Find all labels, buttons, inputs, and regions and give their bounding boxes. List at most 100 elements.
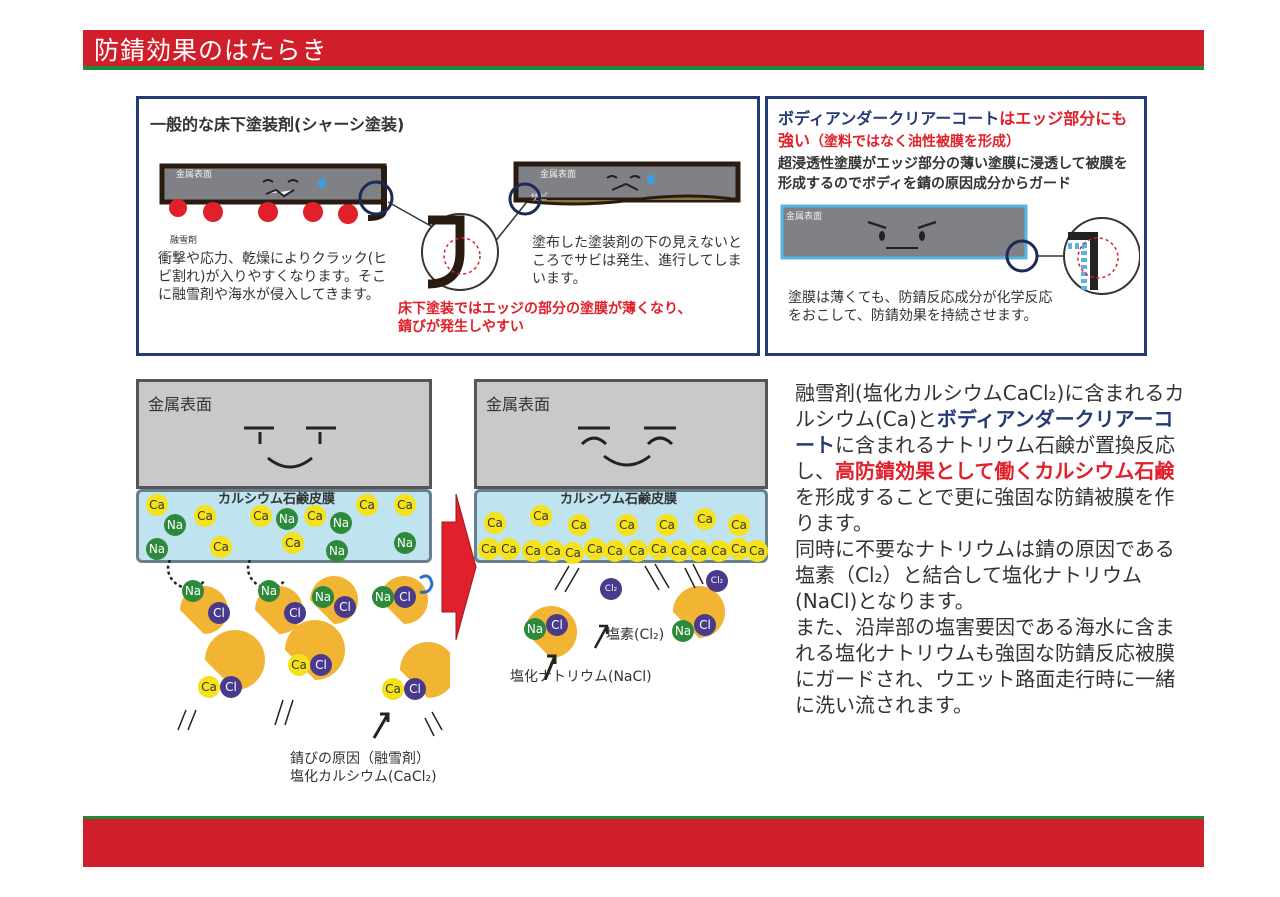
metal-surface-after <box>474 379 768 489</box>
ion-ca: Ca <box>746 540 768 562</box>
ion-ca: Ca <box>288 654 310 676</box>
ion-cl: Cl <box>284 602 306 624</box>
panel-right-heading: ボディアンダークリアーコートはエッジ部分にも強い（塗料ではなく油性被膜を形成） <box>778 108 1140 153</box>
text-crack: 衝撃や応力、乾燥によりクラック(ヒビ割れ)が入りやすくなります。そこに融雪剤や海… <box>158 251 388 303</box>
footer-banner <box>83 816 1204 867</box>
ion-ca: Ca <box>194 505 216 527</box>
ion-ca: Ca <box>728 538 750 560</box>
film-label-after: カルシウム石鹸皮膜 <box>560 492 678 507</box>
ion-ca: Ca <box>694 508 716 530</box>
ion-ca: Ca <box>616 514 638 536</box>
ion-ca: Ca <box>356 494 378 516</box>
face-smile-before <box>244 426 336 469</box>
ion-ca: Ca <box>530 505 552 527</box>
ion-cl: Cl <box>546 614 568 636</box>
metal-label-1: 金属表面 <box>176 170 213 180</box>
ion-ca: Ca <box>668 540 690 562</box>
metal-label-2: 金属表面 <box>540 170 577 180</box>
ion-na: Na <box>330 512 352 534</box>
text-hidden-rust: 塗布した塗装剤の下の見えないところでサビは発生、進行してしまいます。 <box>532 235 742 287</box>
ion-ca: Ca <box>584 538 606 560</box>
ion-cl2: Cl₂ <box>706 570 728 592</box>
ion-na: Na <box>372 586 394 608</box>
heading-product-name: ボディアンダークリアーコート <box>778 109 1000 128</box>
explanation-p2: 同時に不要なナトリウムは錆の原因である塩素（Cl₂）と結合して塩化ナトリウム(N… <box>795 537 1175 613</box>
ion-cl: Cl <box>220 676 242 698</box>
ion-na: Na <box>182 580 204 602</box>
explanation-text: 融雪剤(塩化カルシウムCaCl₂)に含まれるカルシウム(Ca)とボディアンダーク… <box>795 380 1185 718</box>
explanation-highlight: 高防錆効果として働くカルシウム石鹸 <box>835 459 1175 483</box>
ion-na: Na <box>524 618 546 640</box>
ion-ca: Ca <box>498 538 520 560</box>
zoom-circle-2 <box>508 182 542 216</box>
ion-ca: Ca <box>394 494 416 516</box>
ion-na: Na <box>312 586 334 608</box>
metal-surface-before <box>136 379 432 489</box>
arrow-up-icon <box>372 712 390 739</box>
chlorine-label: 塩素(Cl₂) <box>606 627 665 643</box>
ion-ca: Ca <box>382 678 404 700</box>
ion-ca: Ca <box>604 540 626 562</box>
explanation-p1a: 融雪剤(塩化カルシウムCaCl₂)に含まれるカルシウム(Ca)と <box>795 381 1185 431</box>
ion-ca: Ca <box>198 676 220 698</box>
ion-cl: Cl <box>208 602 230 624</box>
ion-ca: Ca <box>708 540 730 562</box>
caption-cause-line1: 錆びの原因（融雪剤） <box>290 751 430 767</box>
explanation-product: ボディアンダークリアーコート <box>795 407 1174 457</box>
page-title: 防錆効果のはたらき <box>94 36 328 65</box>
ion-ca: Ca <box>146 494 168 516</box>
ion-cl: Cl <box>334 596 356 618</box>
ion-ca: Ca <box>688 540 710 562</box>
clearcoat-illustration <box>780 204 1140 295</box>
panel-right-desc: 超浸透性塗膜がエッジ部分の薄い塗膜に浸透して被膜を形成するのでボディを錆の原因成… <box>778 156 1128 192</box>
ion-ca: Ca <box>562 542 584 564</box>
snowmelt-label: 融雪剤 <box>170 236 198 246</box>
metal-label-after: 金属表面 <box>486 395 551 414</box>
ion-ca: Ca <box>626 540 648 562</box>
edge-zoom-illustration <box>387 197 531 291</box>
zoom-circle-1 <box>358 180 394 216</box>
transition-arrow-icon <box>441 493 477 641</box>
warning-edge: 床下塗装ではエッジの部分の塗膜が薄くなり、錆びが発生しやすい <box>398 301 692 335</box>
ion-na: Na <box>164 514 186 536</box>
panel-general-coating <box>136 96 760 356</box>
nacl-label: 塩化ナトリウム(NaCl) <box>510 669 652 685</box>
ion-ca: Ca <box>656 514 678 536</box>
ion-cl: Cl <box>404 678 426 700</box>
ion-ca: Ca <box>304 505 326 527</box>
ion-ca: Ca <box>478 538 500 560</box>
metal-label-right-panel: 金属表面 <box>786 212 823 222</box>
metal-label-before: 金属表面 <box>148 395 213 414</box>
ion-ca: Ca <box>728 514 750 536</box>
ion-na: Na <box>146 538 168 560</box>
explanation-p3: また、沿岸部の塩害要因である海水に含まれる塩化ナトリウムも強固な防錆反応被膜にガ… <box>795 615 1176 717</box>
ion-na: Na <box>258 580 280 602</box>
ion-na: Na <box>394 532 416 554</box>
face-happy-after <box>578 426 676 467</box>
film-label-before: カルシウム石鹸皮膜 <box>218 492 336 507</box>
ion-ca: Ca <box>282 532 304 554</box>
explanation-p1c: に含まれるナトリウム石鹸が置換反応し、 <box>795 433 1175 483</box>
ion-cl: Cl <box>394 586 416 608</box>
ion-na: Na <box>672 620 694 642</box>
ion-cl2: Cl₂ <box>600 578 622 600</box>
ion-na: Na <box>276 508 298 530</box>
explanation-p1e: を形成することで更に強固な防錆被膜を作ります。 <box>795 485 1175 535</box>
underbody-illustration-2 <box>513 161 741 206</box>
caption-cause-line2: 塩化カルシウム(CaCl₂) <box>290 769 437 785</box>
panel-right-caption: 塗膜は薄くても、防錆反応成分が化学反応をおこして、防錆効果を持続させます。 <box>788 290 1053 324</box>
ion-ca: Ca <box>542 540 564 562</box>
ion-ca: Ca <box>648 538 670 560</box>
ion-ca: Ca <box>210 536 232 558</box>
ion-ca: Ca <box>484 512 506 534</box>
underbody-illustration-1 <box>159 163 387 224</box>
heading-strength: はエッジ部分にも強い <box>778 109 1128 150</box>
ion-ca: Ca <box>250 505 272 527</box>
panel-body-under-clear <box>765 96 1147 356</box>
heading-oil-film: （塗料ではなく油性被膜を形成） <box>810 134 1021 150</box>
ion-ca: Ca <box>568 514 590 536</box>
ion-cl: Cl <box>694 614 716 636</box>
header-banner <box>83 30 1204 70</box>
ion-cl: Cl <box>310 654 332 676</box>
panel-left-heading: 一般的な床下塗装剤(シャーシ塗装) <box>150 115 405 134</box>
